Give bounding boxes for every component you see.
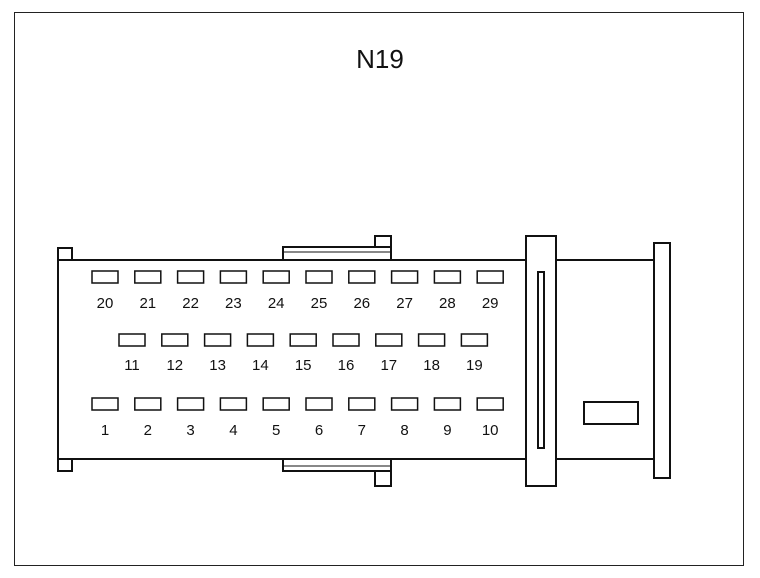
- pin-label-7: 7: [358, 422, 366, 439]
- pin-8: [390, 397, 419, 411]
- pin-28: [433, 270, 462, 284]
- pin-label-21: 21: [139, 295, 156, 312]
- pin-26: [348, 270, 376, 284]
- pin-label-4: 4: [229, 422, 237, 439]
- pin-label-27: 27: [396, 295, 413, 312]
- pin-6: [305, 397, 333, 411]
- pin-12: [161, 333, 189, 347]
- pin-label-9: 9: [443, 422, 451, 439]
- pin-15: [289, 333, 317, 347]
- pin-label-13: 13: [209, 357, 226, 374]
- pin-label-6: 6: [315, 422, 323, 439]
- connector-housing: [57, 235, 671, 487]
- pin-9: [433, 397, 462, 411]
- pin-label-5: 5: [272, 422, 280, 439]
- pin-21: [134, 270, 162, 284]
- pin-label-10: 10: [482, 422, 499, 439]
- pin-1: [91, 397, 119, 411]
- pin-label-2: 2: [144, 422, 152, 439]
- pin-label-11: 11: [124, 357, 140, 374]
- pin-5: [262, 397, 290, 411]
- pin-18: [417, 333, 446, 347]
- pin-24: [262, 270, 290, 284]
- pin-20: [91, 270, 119, 284]
- pin-label-17: 17: [380, 357, 397, 374]
- pin-7: [348, 397, 376, 411]
- pin-label-29: 29: [482, 295, 499, 312]
- pin-27: [390, 270, 419, 284]
- pin-label-18: 18: [423, 357, 440, 374]
- pin-label-20: 20: [97, 295, 114, 312]
- pin-label-24: 24: [268, 295, 285, 312]
- pin-label-1: 1: [101, 422, 109, 439]
- pin-11: [118, 333, 146, 347]
- pin-label-28: 28: [439, 295, 456, 312]
- pin-label-12: 12: [166, 357, 183, 374]
- pin-label-22: 22: [182, 295, 199, 312]
- pin-4: [219, 397, 248, 411]
- pin-19: [460, 333, 489, 347]
- pin-23: [219, 270, 248, 284]
- pin-label-15: 15: [295, 357, 312, 374]
- pin-10: [476, 397, 504, 411]
- pin-3: [176, 397, 205, 411]
- pin-label-26: 26: [353, 295, 370, 312]
- pin-label-16: 16: [338, 357, 355, 374]
- pin-16: [332, 333, 360, 347]
- pin-17: [375, 333, 403, 347]
- pin-label-25: 25: [311, 295, 328, 312]
- pin-22: [176, 270, 205, 284]
- pin-label-19: 19: [466, 357, 483, 374]
- pin-14: [246, 333, 275, 347]
- pin-13: [203, 333, 232, 347]
- pin-label-8: 8: [400, 422, 408, 439]
- pin-label-23: 23: [225, 295, 242, 312]
- pin-25: [305, 270, 333, 284]
- diagram-frame: [14, 12, 744, 566]
- pin-label-3: 3: [186, 422, 194, 439]
- pin-label-14: 14: [252, 357, 269, 374]
- connector-title: N19: [356, 44, 404, 74]
- pin-29: [476, 270, 504, 284]
- pin-2: [134, 397, 162, 411]
